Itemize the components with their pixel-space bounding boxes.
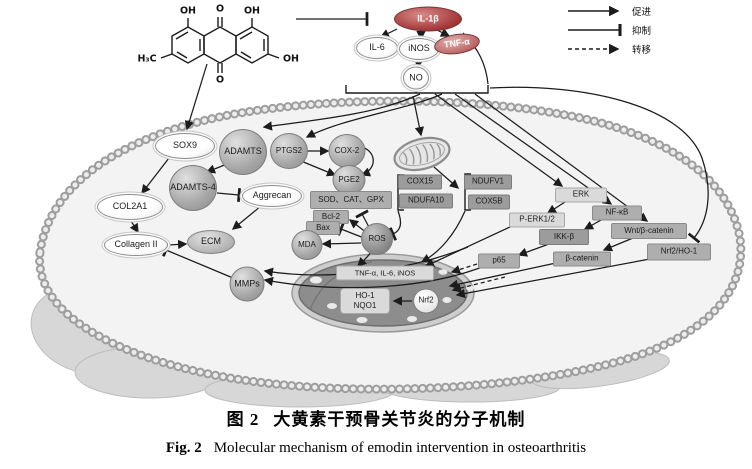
node-il1b: IL-1β: [394, 6, 462, 32]
legend-item-inhibit: 抑制: [566, 23, 652, 37]
node-adamts4: ADAMTS-4: [169, 165, 217, 211]
node-cox15: COX15: [398, 174, 442, 190]
node-nqo1: NQO1: [353, 300, 377, 310]
caption-en-text: Molecular mechanism of emodin interventi…: [213, 440, 587, 456]
node-ndufv1: NDUFV1: [464, 174, 512, 190]
chem-label-oh-right: OH: [243, 5, 261, 17]
solid-arrow-icon: [568, 5, 620, 16]
node-wnt-bcatenin: Wnt/β-catenin: [611, 223, 687, 239]
node-no: NO: [403, 66, 429, 90]
caption-zh-prefix: 图 2: [226, 410, 260, 429]
node-collagen2: Collagen II: [104, 234, 168, 256]
node-mmps: MMPs: [229, 266, 265, 302]
node-col2a1: COL2A1: [97, 194, 163, 220]
chem-label-oh-far: OH: [282, 53, 300, 65]
node-nfkb: NF-κB: [592, 205, 642, 221]
legend-label-promote: 促进: [632, 6, 652, 18]
chem-label-o-bottom: O: [215, 74, 225, 86]
caption-zh: 图 2 大黄素干预骨关节炎的分子机制: [0, 405, 752, 430]
node-nucleus-genes: TNF-α, IL-6, iNOS: [336, 265, 434, 281]
legend-item-transfer: 转移: [566, 42, 652, 56]
node-inos: iNOS: [399, 38, 439, 60]
chem-label-h3c: H₃C: [137, 53, 157, 65]
mitochondria-icon: [393, 136, 451, 172]
node-ho1: HO-1: [355, 291, 375, 301]
dashed-arrow-icon: [568, 43, 620, 54]
node-ptgs2: PTGS2: [270, 133, 308, 169]
chem-label-o-top: O: [215, 3, 225, 15]
node-p65: p65: [478, 253, 520, 269]
node-il6: IL-6: [356, 37, 398, 59]
node-nrf2: Nrf2: [413, 288, 439, 314]
caption-en: Fig. 2 Molecular mechanism of emodin inte…: [0, 440, 752, 457]
node-nrf2-ho1: Nrf2/HO-1: [647, 243, 711, 261]
caption-en-prefix: Fig. 2: [165, 440, 202, 456]
node-sox9: SOX9: [155, 133, 215, 159]
node-ecm: ECM: [187, 230, 235, 254]
node-ros: ROS: [361, 223, 393, 255]
node-ho1-nqo1: HO-1 NQO1: [340, 288, 390, 314]
caption-zh-text: 大黄素干预骨关节炎的分子机制: [273, 410, 526, 429]
arrows-layer: [129, 12, 709, 306]
node-cox5b: COX5B: [468, 194, 510, 210]
node-sod-cat-gpx: SOD、CAT、GPX: [310, 191, 392, 209]
node-aggrecan: Aggrecan: [242, 185, 302, 207]
chem-label-oh-left: OH: [179, 5, 197, 17]
node-ikkb: IKK-β: [539, 229, 589, 245]
emodin-structure: [160, 17, 280, 73]
node-ndufa10: NDUFA10: [399, 193, 453, 209]
node-erk: ERK: [555, 187, 607, 203]
legend-label-inhibit: 抑制: [632, 25, 652, 37]
legend: 促进 抑制 转移: [566, 4, 652, 56]
node-cox2: COX-2: [328, 134, 366, 168]
tbar-line-icon: [568, 23, 622, 36]
node-bcatenin: β-catenin: [553, 251, 611, 267]
node-mda: MDA: [291, 230, 323, 260]
legend-label-transfer: 转移: [632, 44, 652, 56]
node-adamts: ADAMTS: [219, 129, 267, 175]
node-perk12: P-ERK1/2: [509, 212, 565, 228]
legend-item-promote: 促进: [566, 4, 652, 18]
